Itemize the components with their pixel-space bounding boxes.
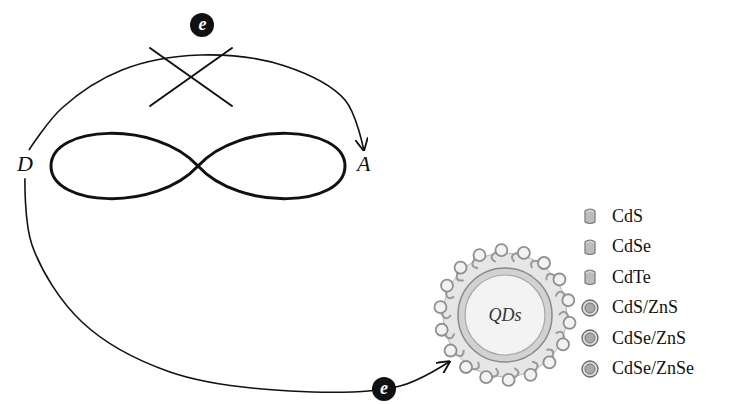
legend-label: CdS/ZnS [612,297,678,318]
cross-mark [150,48,232,106]
legend-row: CdS [580,201,694,232]
node-text: A [357,152,370,176]
legend-row: CdTe [580,262,694,293]
legend-swatch [580,358,600,380]
legend-swatch [580,236,600,258]
electron-transfer-arrow [25,178,449,392]
node-text: D [17,152,33,176]
node-text: QDs [488,305,521,326]
legend-row: CdSe/ZnS [580,323,694,354]
legend-swatch [580,266,600,288]
acceptor-node: A [354,150,373,178]
quantum-dot-node: QDs [430,240,580,390]
legend-row: CdSe/ZnSe [580,354,694,385]
material-legend: CdS CdSeCdTeCdS/ZnS CdSe/ZnS CdSe/ZnSe [580,201,694,384]
legend-row: CdSe [580,232,694,263]
legend-label: CdSe/ZnSe [612,358,694,379]
electron-badge: e [372,377,396,401]
legend-label: CdSe/ZnS [612,328,686,349]
legend-swatch [580,205,600,227]
legend-label: CdTe [612,267,651,288]
legend-swatch [580,297,600,319]
electron-badge: e [190,13,214,37]
legend-swatch [580,327,600,349]
legend-label: CdS [612,206,643,227]
legend-row: CdS/ZnS [580,293,694,324]
electron-transfer-arrow [29,55,364,150]
legend-label: CdSe [612,236,651,257]
donor-node: D [14,150,36,178]
figure-eight-loop [51,133,345,198]
